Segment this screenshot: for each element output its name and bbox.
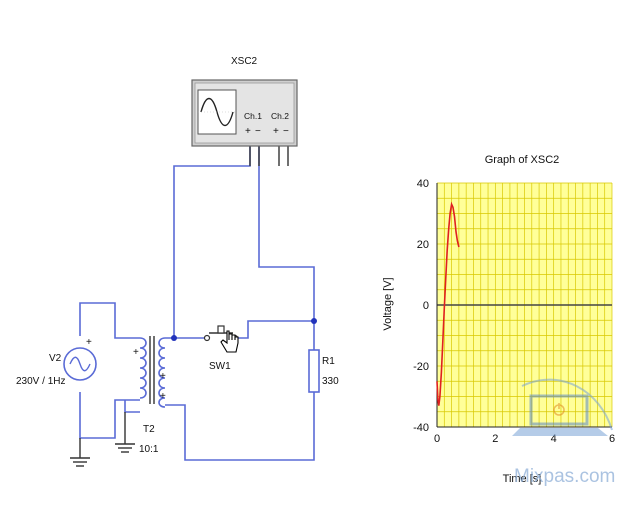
source-name-label: V2 — [49, 353, 62, 364]
graph-ylabel: Voltage [V] — [382, 277, 394, 330]
ground-symbol-icon — [115, 412, 135, 453]
resistor-name-label: R1 — [322, 356, 335, 367]
resistor-value-label: 330 — [322, 376, 339, 387]
x-tick-label: 6 — [609, 433, 615, 445]
wire-source-top — [79, 302, 140, 339]
wire-ch1-minus — [258, 146, 315, 350]
wire-source-bottom — [79, 392, 140, 439]
graph-title: Graph of XSC2 — [485, 154, 560, 166]
x-tick-label: 4 — [551, 433, 557, 445]
switch-name-label: SW1 — [209, 361, 231, 372]
scope-ch2-label: Ch.2 — [271, 111, 289, 121]
laptop-logo-icon — [529, 394, 589, 426]
scope-ch1-minus: − — [255, 126, 261, 137]
plot-area: 40 20 0 -20 -40 0 2 4 6 — [413, 178, 615, 445]
transformer-secondary-plus2: + — [160, 391, 166, 402]
wire-switch-right — [237, 320, 314, 339]
source-value-label: 230V / 1Hz — [16, 376, 65, 387]
graph-panel: Graph of XSC2 Voltage [V] Time [s] 40200… — [382, 154, 615, 485]
source-plus: + — [86, 337, 92, 348]
x-tick-label: 2 — [492, 433, 498, 445]
transformer-name-label: T2 — [143, 424, 155, 435]
junction-node — [171, 335, 177, 341]
transformer-t2[interactable] — [139, 336, 166, 408]
transformer-secondary-plus: + — [160, 371, 166, 382]
watermark-logo — [512, 378, 613, 436]
hand-cursor-icon — [220, 330, 239, 353]
y-tick-label: 0 — [423, 300, 429, 312]
x-tick-label: 0 — [434, 433, 440, 445]
oscilloscope-xsc2[interactable]: Ch.1 Ch.2 + − + − — [191, 79, 298, 147]
series-line — [436, 201, 460, 406]
scope-ch2-minus: − — [283, 126, 289, 137]
sine-symbol-icon — [69, 356, 91, 372]
y-tick-label: -40 — [413, 422, 429, 434]
graph-xlabel: Time [s] — [503, 473, 542, 485]
y-tick-label: 40 — [417, 178, 429, 190]
wire-return — [165, 392, 315, 461]
wire-ch1-plus — [165, 146, 251, 339]
ac-source-v2[interactable]: + — [63, 337, 97, 381]
wires — [79, 146, 315, 461]
transformer-ratio-label: 10:1 — [139, 444, 159, 455]
transformer-primary-plus: + — [133, 347, 139, 358]
wire-ground-t2 — [124, 400, 140, 413]
y-tick-label: 20 — [417, 239, 429, 251]
scope-ch1-plus: + — [245, 126, 251, 137]
scope-ch2-plus: + — [273, 126, 279, 137]
resistor-r1[interactable] — [308, 349, 320, 393]
y-tick-label: -20 — [413, 361, 429, 373]
scope-ch1-label: Ch.1 — [244, 111, 262, 121]
ground-symbol-icon — [70, 438, 90, 467]
scope-name-label: XSC2 — [231, 56, 258, 67]
watermark-text: Mixpas.com — [514, 466, 615, 487]
junction-node — [311, 318, 317, 324]
